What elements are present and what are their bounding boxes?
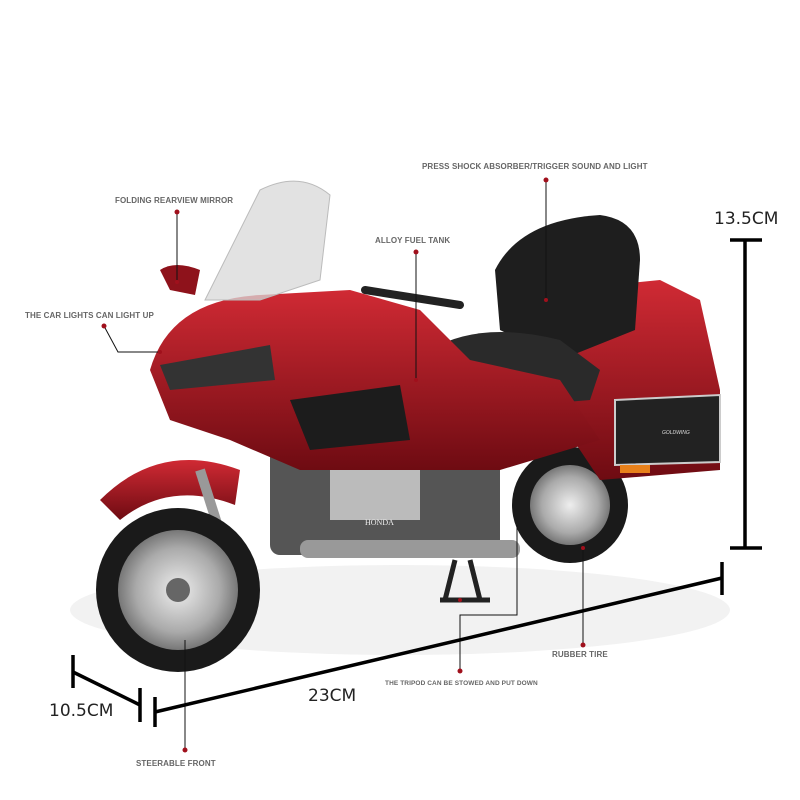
callout-fuel-tank: ALLOY FUEL TANK (375, 236, 451, 245)
brand-mark: HONDA (365, 518, 394, 527)
handlebar (361, 286, 464, 309)
width-dimension-label: 10.5CM (49, 701, 114, 721)
callout-steerable-front: STEERABLE FRONT (136, 759, 216, 768)
dimension-lines (71, 238, 762, 727)
exhaust (300, 540, 520, 558)
windshield (204, 180, 331, 301)
fairing (150, 290, 600, 470)
backrest (495, 215, 640, 360)
callout-rubber-tire: RUBBER TIRE (552, 650, 608, 659)
callout-dots (101, 177, 586, 753)
callout-lines (103, 180, 584, 750)
model-mark: GOLDWING (662, 430, 690, 436)
callout-rearview-mirror: FOLDING REARVIEW MIRROR (115, 196, 234, 205)
callout-car-lights: THE CAR LIGHTS CAN LIGHT UP (25, 311, 154, 320)
length-dimension-label: 23CM (308, 686, 357, 706)
rearview-mirror (160, 265, 200, 295)
headlight (160, 345, 275, 390)
length-line (154, 576, 723, 714)
width-line (72, 670, 141, 707)
callout-shock-absorber: PRESS SHOCK ABSORBER/TRIGGER SOUND AND L… (422, 162, 648, 171)
callout-tripod: THE TRIPOD CAN BE STOWED AND PUT DOWN (385, 680, 538, 687)
height-dimension-label: 13.5CM (714, 209, 779, 229)
front-wheel (96, 508, 260, 672)
tripod-stand (440, 559, 490, 603)
